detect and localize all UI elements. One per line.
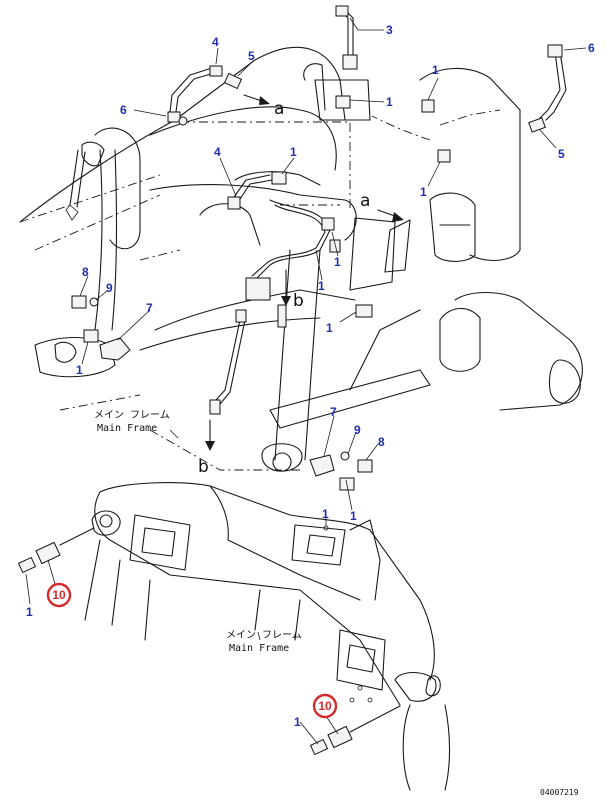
callout-5-top: 5 — [248, 49, 255, 63]
callout-9-right: 9 — [354, 423, 361, 437]
ref-10-label-left: 10 — [52, 588, 66, 602]
callout-7-right: 7 — [330, 405, 337, 419]
callout-6-right: 6 — [588, 41, 595, 55]
callout-leaders — [25, 17, 587, 745]
callout-1-right-low: 1 — [350, 509, 357, 523]
callout-6-left: 6 — [120, 103, 127, 117]
view-arrows — [205, 94, 404, 451]
lower-main-frame — [17, 482, 451, 791]
main-frame-jp-upper: メイン フレーム — [94, 409, 170, 421]
view-letters: a a b b — [198, 99, 370, 477]
main-frame-en-lower: Main Frame — [229, 643, 289, 654]
callout-1-center-c: 1 — [326, 321, 333, 335]
callout-4-top: 4 — [212, 35, 219, 49]
callout-8-right: 8 — [378, 435, 385, 449]
callout-8-left: 8 — [82, 265, 89, 279]
ref-10-circle-right — [312, 693, 338, 719]
callout-1-frame: 1 — [322, 507, 329, 521]
callout-1-lower-right: 1 — [294, 715, 301, 729]
callout-9-left: 9 — [106, 281, 113, 295]
main-frame-labels: メイン フレーム Main Frame メイン フレーム Main Frame — [94, 409, 302, 654]
callout-1-center-a: 1 — [334, 255, 341, 269]
view-letter-a-right: a — [360, 191, 370, 211]
callout-1-right-mid: 1 — [420, 185, 427, 199]
upper-frame-outline — [19, 46, 583, 472]
callout-1-center-b: 1 — [318, 279, 325, 293]
callout-3: 3 — [386, 23, 393, 37]
main-frame-jp-lower: メイン フレーム — [226, 629, 302, 641]
view-letter-a-top: a — [274, 99, 284, 119]
main-frame-en-upper: Main Frame — [97, 423, 157, 434]
grease-lines-upper — [71, 5, 567, 491]
drawing-code: 04007219 — [540, 788, 579, 797]
view-letter-b-mid: b — [293, 291, 304, 311]
callout-1-right-top: 1 — [432, 63, 439, 77]
callout-1-mid: 1 — [290, 145, 297, 159]
callout-1-lower-left: 1 — [26, 605, 33, 619]
callout-numbers: 4 5 6 3 1 6 1 5 1 4 1 1 1 1 8 9 7 1 7 9 … — [26, 23, 595, 729]
callout-1-left-mid: 1 — [76, 363, 83, 377]
callout-7-left: 7 — [146, 301, 153, 315]
item-10-markers: 10 10 — [46, 582, 338, 719]
callout-5-right: 5 — [558, 147, 565, 161]
ref-10-circle-left — [46, 582, 72, 608]
view-letter-b-low: b — [198, 457, 209, 477]
ref-10-label-right: 10 — [318, 699, 332, 713]
callout-4-mid: 4 — [214, 145, 221, 159]
callout-1-top-center: 1 — [386, 95, 393, 109]
